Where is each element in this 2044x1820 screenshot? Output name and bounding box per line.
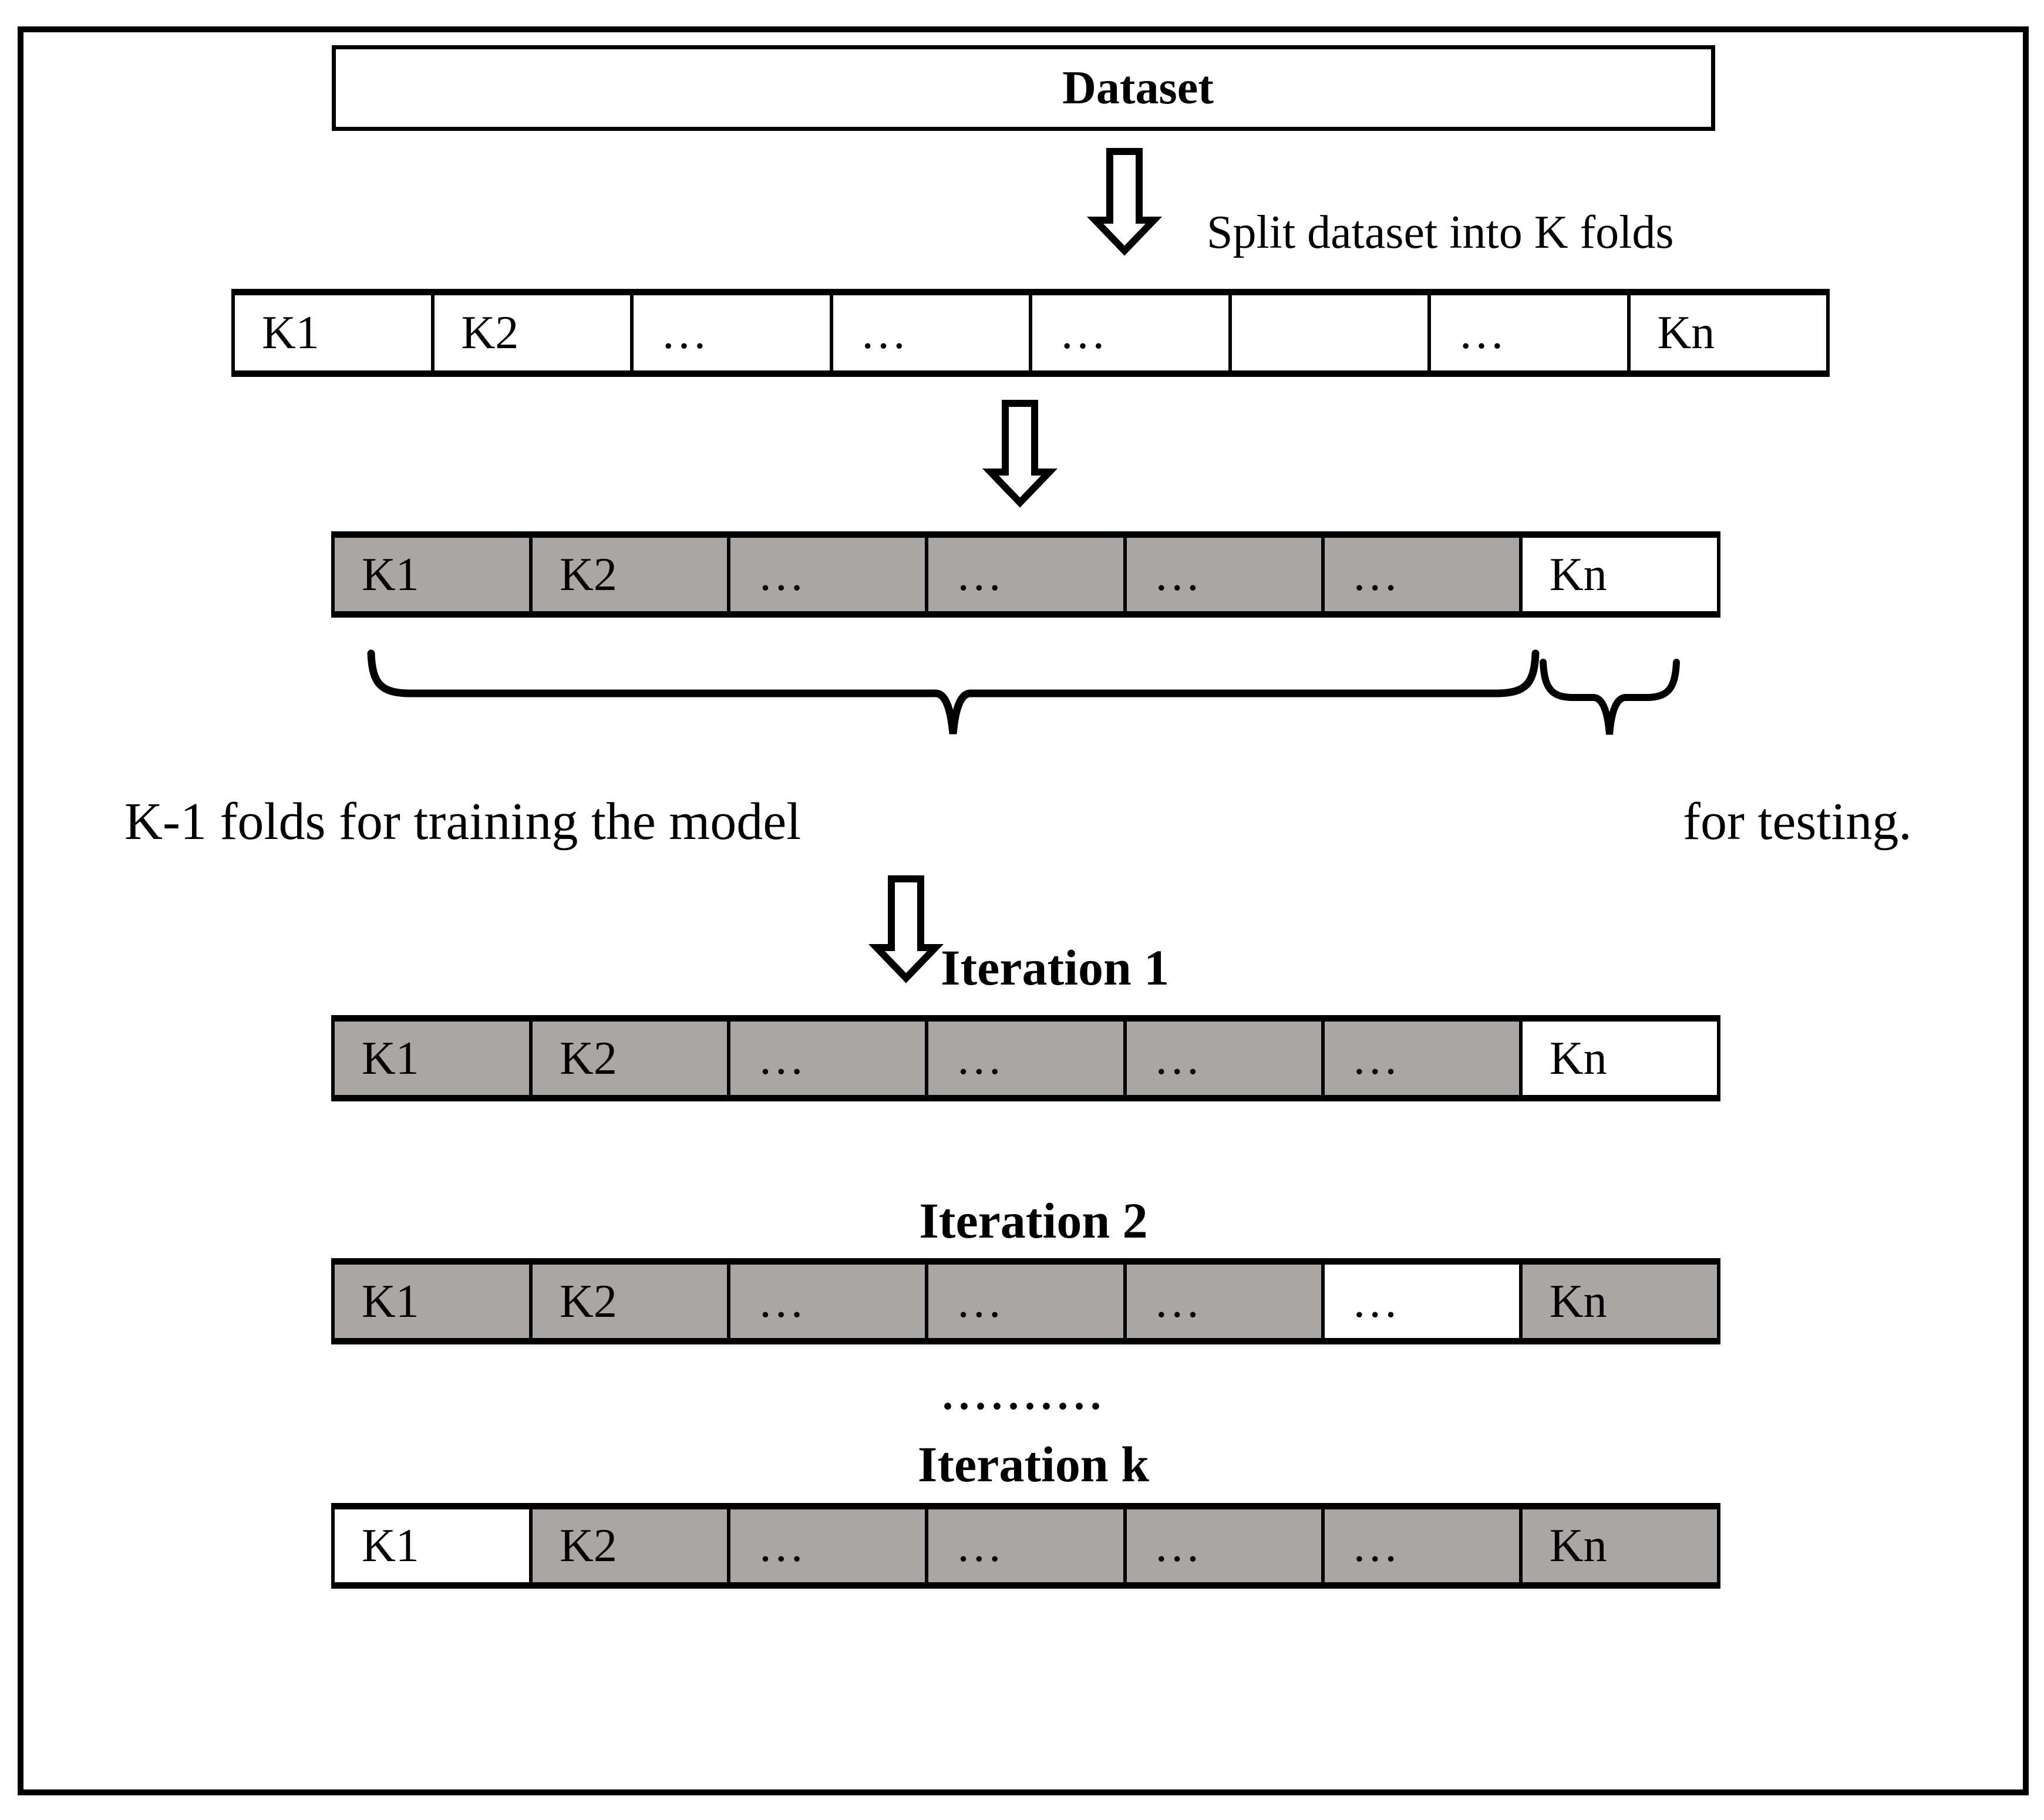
fold-cell-label: Kn [1549, 1520, 1607, 1572]
fold-cell-k1: K1 [335, 1509, 533, 1582]
fold-cell-label: Kn [1549, 548, 1607, 601]
fold-cell-label: … [1458, 307, 1505, 359]
fold-cell-k1: K1 [335, 1022, 533, 1095]
fold-cell-label: K2 [560, 1032, 617, 1084]
fold-cell-dots: … [928, 1022, 1127, 1095]
fold-cell-label: K1 [262, 307, 319, 359]
fold-cell-label: K2 [560, 1275, 617, 1327]
fold-cell-dots: … [1126, 1022, 1325, 1095]
dataset-box: Dataset [332, 45, 1715, 131]
fold-row-iteration-2: K1 K2 … … … … Kn [331, 1258, 1720, 1344]
split-annotation: Split dataset into K folds [1207, 207, 1674, 258]
fold-cell-dots: … [730, 1022, 929, 1095]
fold-cell-label: … [1351, 1275, 1399, 1327]
fold-cell-label: … [757, 1520, 805, 1572]
fold-cell-label: … [757, 1032, 805, 1084]
fold-cell-k2: K2 [533, 1265, 731, 1338]
fold-cell-label: … [1351, 548, 1399, 601]
fold-cell-dots: … [1126, 1265, 1325, 1338]
fold-row-train-test: K1 K2 … … … … Kn [331, 531, 1720, 618]
fold-cell-k2: K2 [434, 295, 634, 370]
fold-cell-label: Kn [1549, 1275, 1607, 1327]
fold-cell-k2: K2 [533, 538, 731, 611]
fold-cell-k2: K2 [533, 1022, 731, 1095]
fold-cell-kn: Kn [1522, 1022, 1717, 1095]
fold-cell-label: … [757, 1275, 805, 1327]
testing-label: for testing. [1683, 793, 1912, 851]
fold-cell-dots: … [634, 295, 833, 370]
iteration-2-label: Iteration 2 [919, 1192, 1148, 1249]
fold-cell-dots: … [928, 1509, 1127, 1582]
fold-cell-label: … [1153, 1275, 1201, 1327]
fold-cell-dots: … [1126, 538, 1325, 611]
fold-cell-kn: Kn [1522, 538, 1717, 611]
fold-cell-k1: K1 [335, 1265, 533, 1338]
fold-cell-blank [1231, 295, 1431, 370]
fold-cell-dots: … [730, 538, 929, 611]
fold-cell-k2: K2 [533, 1509, 731, 1582]
fold-cell-label: … [1351, 1520, 1399, 1572]
fold-cell-kn: Kn [1630, 295, 1826, 370]
fold-cell-dots: … [928, 538, 1127, 611]
dataset-label: Dataset [1062, 62, 1214, 114]
fold-cell-label: K1 [362, 548, 419, 601]
iteration-1-label: Iteration 1 [941, 939, 1170, 996]
fold-cell-dots: … [1324, 538, 1523, 611]
fold-row-iteration-1: K1 K2 … … … … Kn [331, 1015, 1720, 1101]
fold-cell-label: … [661, 307, 708, 359]
fold-cell-label: … [1153, 1032, 1201, 1084]
fold-cell-k1: K1 [235, 295, 435, 370]
fold-cell-label: Kn [1549, 1032, 1607, 1084]
fold-cell-label: … [955, 548, 1003, 601]
fold-cell-label: Kn [1657, 307, 1715, 359]
fold-cell-label: … [1351, 1032, 1399, 1084]
fold-row-split: K1 K2 … … … … Kn [231, 289, 1830, 377]
fold-cell-label: … [955, 1520, 1003, 1572]
fold-cell-label: K1 [362, 1275, 419, 1327]
fold-cell-dots: … [833, 295, 1032, 370]
fold-cell-dots: … [1324, 1265, 1523, 1338]
fold-cell-label: … [1153, 1520, 1201, 1572]
fold-cell-label: … [955, 1032, 1003, 1084]
fold-cell-label: … [757, 548, 805, 601]
fold-cell-dots: … [1126, 1509, 1325, 1582]
training-label: K-1 folds for training the model [124, 793, 802, 851]
iterations-ellipsis: .......... [942, 1371, 1107, 1418]
iteration-k-label: Iteration k [917, 1436, 1150, 1492]
fold-cell-kn: Kn [1522, 1509, 1717, 1582]
fold-cell-label: K2 [461, 307, 519, 359]
fold-cell-kn: Kn [1522, 1265, 1717, 1338]
fold-cell-dots: … [730, 1509, 929, 1582]
fold-cell-dots: … [1032, 295, 1232, 370]
fold-cell-label: K1 [362, 1032, 419, 1084]
fold-cell-dots: … [730, 1265, 929, 1338]
fold-row-iteration-k: K1 K2 … … … … Kn [331, 1503, 1720, 1589]
fold-cell-label: … [860, 307, 907, 359]
fold-cell-dots: … [1431, 295, 1631, 370]
fold-cell-label: … [955, 1275, 1003, 1327]
fold-cell-label: … [1059, 307, 1106, 359]
fold-cell-label: K1 [362, 1520, 419, 1572]
fold-cell-k1: K1 [335, 538, 533, 611]
fold-cell-label: K2 [560, 1520, 617, 1572]
fold-cell-label: … [1153, 548, 1201, 601]
fold-cell-dots: … [1324, 1022, 1523, 1095]
fold-cell-label: K2 [560, 548, 617, 601]
fold-cell-dots: … [1324, 1509, 1523, 1582]
fold-cell-dots: … [928, 1265, 1127, 1338]
